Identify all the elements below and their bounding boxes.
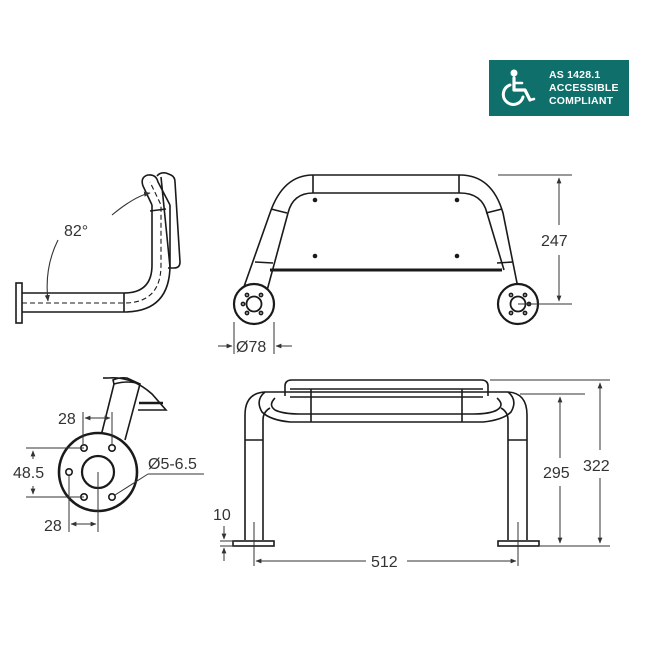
hole-spacing-top-label: 28: [58, 411, 76, 428]
side-view: [15, 172, 181, 324]
overall-height-label: 322: [583, 458, 610, 475]
height-247-dimension: [498, 174, 572, 305]
flange-detail-dimensions: [26, 412, 204, 532]
compliance-badge: AS 1428.1 ACCESSIBLE COMPLIANT: [489, 60, 629, 116]
wheelchair-icon: [497, 60, 541, 116]
hole-spacing-bottom-label: 28: [44, 518, 62, 535]
top-view-dimensions: [220, 379, 610, 566]
hole-spacing-vertical-label: 48.5: [13, 465, 44, 482]
badge-line-accessible: ACCESSIBLE: [549, 81, 619, 94]
plate-thickness-label: 10: [213, 507, 231, 524]
badge-text: AS 1428.1 ACCESSIBLE COMPLIANT: [549, 69, 619, 108]
front-view: [232, 174, 540, 326]
height-247-label: 247: [541, 233, 568, 250]
inner-height-label: 295: [543, 465, 570, 482]
angle-label: 82°: [64, 223, 88, 240]
badge-line-compliant: COMPLIANT: [549, 94, 614, 107]
flange-diameter-label: Ø78: [236, 339, 266, 356]
flange-detail: [57, 376, 168, 513]
top-view: [232, 379, 540, 547]
hole-diameter-label: Ø5-6.5: [148, 456, 197, 473]
badge-line-standard: AS 1428.1: [549, 68, 601, 81]
flange-diameter-dimension: [218, 322, 292, 354]
width-label: 512: [371, 554, 398, 571]
